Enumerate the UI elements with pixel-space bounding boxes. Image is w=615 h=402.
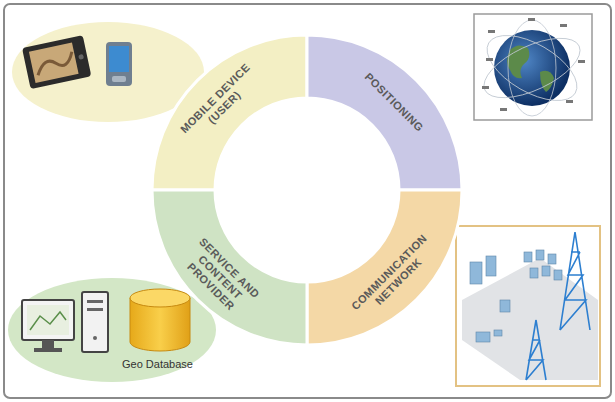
segment-shape bbox=[307, 35, 462, 190]
satellite-globe bbox=[474, 14, 592, 120]
frame bbox=[4, 4, 611, 398]
provider-equipment bbox=[8, 278, 216, 382]
ring-segment: SERVICE AND CONTENT PROVIDER bbox=[152, 190, 307, 345]
ring-segment: POSITIONING bbox=[307, 35, 462, 190]
ring-segment: COMMUNICATION NETWORK bbox=[307, 190, 462, 345]
ring-segment: MOBILE DEVICE (USER) bbox=[152, 35, 307, 190]
database-label: Geo Database bbox=[122, 358, 193, 370]
segment-shape bbox=[152, 35, 307, 190]
network-city bbox=[456, 226, 600, 386]
